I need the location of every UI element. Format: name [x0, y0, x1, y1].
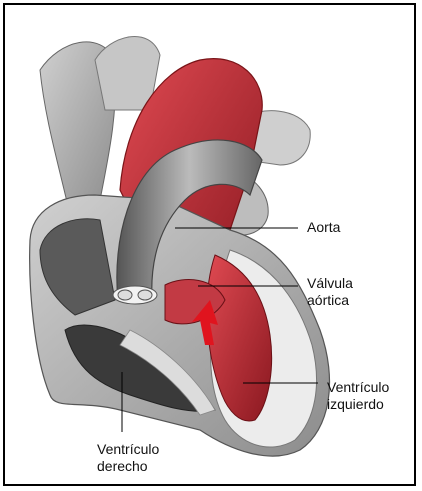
- valve-cusp-right: [138, 290, 152, 300]
- label-right-ventricle-line1: Ventrículo: [97, 441, 159, 458]
- valve-cusp-left: [118, 290, 132, 300]
- label-right-ventricle-line2: derecho: [97, 458, 148, 475]
- label-aorta: Aorta: [307, 219, 340, 236]
- label-aortic-valve-line1: Válvula: [307, 275, 353, 292]
- label-left-ventricle-line1: Ventrículo: [327, 379, 389, 396]
- label-aortic-valve-line2: aórtica: [307, 292, 349, 309]
- label-left-ventricle-line2: izquierdo: [327, 396, 384, 413]
